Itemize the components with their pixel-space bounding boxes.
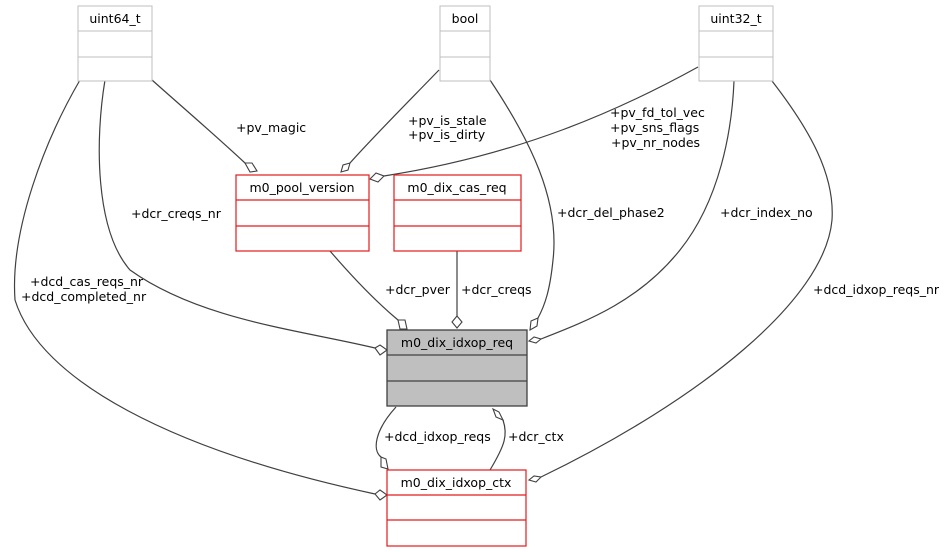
aggregation-diamond xyxy=(451,315,463,329)
node-uint64-t[interactable]: uint64_t xyxy=(77,5,153,82)
node-title: m0_dix_idxop_ctx xyxy=(401,475,512,490)
edge-dcd-idxop-reqs xyxy=(375,406,397,458)
edge-pv-fd-tol-vec xyxy=(383,66,699,177)
edge-pv-is-stale xyxy=(349,69,440,164)
edge-dcd-cas-reqs-nr xyxy=(13,79,376,495)
node-title: m0_pool_version xyxy=(249,180,354,195)
aggregation-diamond xyxy=(374,489,388,501)
edge-label-dcr-ctx: +dcr_ctx xyxy=(508,429,564,444)
node-title: bool xyxy=(452,11,479,26)
edge-label-dcd-idxop-reqs-nr: +dcd_idxop_reqs_nr xyxy=(813,282,940,297)
edge-label-dcd-cas-reqs-nr: +dcd_cas_reqs_nr xyxy=(30,274,144,289)
node-title: uint64_t xyxy=(89,11,140,26)
edge-label-pv-nr-nodes: +pv_nr_nodes xyxy=(611,135,700,150)
node-m0-pool-version[interactable]: m0_pool_version xyxy=(235,174,370,252)
edge-dcr-pver xyxy=(329,250,399,321)
edge-dcr-index-no xyxy=(540,80,735,340)
aggregation-diamond xyxy=(380,456,389,470)
aggregation-diamond xyxy=(527,475,543,483)
edge-label-dcd-completed-nr: +dcd_completed_nr xyxy=(21,289,147,304)
edge-label-pv-fd-tol-vec: +pv_fd_tol_vec xyxy=(610,105,705,120)
edge-label-pv-is-dirty: +pv_is_dirty xyxy=(408,127,486,142)
edge-label-dcd-idxop-reqs: +dcd_idxop_reqs xyxy=(384,429,491,444)
aggregation-diamond xyxy=(529,317,539,332)
aggregation-diamond xyxy=(244,162,258,173)
node-bool[interactable]: bool xyxy=(439,5,491,82)
edge-label-pv-sns-flags: +pv_sns_flags xyxy=(610,120,699,135)
node-uint32-t[interactable]: uint32_t xyxy=(698,5,774,82)
edge-label-dcr-creqs-nr: +dcr_creqs_nr xyxy=(131,206,222,221)
aggregation-diamond xyxy=(491,407,505,422)
aggregation-diamond xyxy=(374,344,388,356)
aggregation-diamond xyxy=(369,172,385,183)
edge-label-dcr-pver: +dcr_pver xyxy=(385,282,451,297)
edge-pv-magic xyxy=(151,79,246,164)
edge-dcr-del-phase2 xyxy=(489,79,555,319)
edge-label-dcr-del-phase2: +dcr_del_phase2 xyxy=(557,205,665,220)
aggregation-diamond xyxy=(397,319,408,330)
edge-label-dcr-index-no: +dcr_index_no xyxy=(720,205,813,220)
edge-dcd-idxop-reqs-nr xyxy=(540,80,833,478)
node-title: m0_dix_cas_req xyxy=(407,180,506,195)
edge-label-pv-is-stale: +pv_is_stale xyxy=(408,113,487,128)
aggregation-diamond xyxy=(340,162,351,173)
node-m0-dix-cas-req[interactable]: m0_dix_cas_req xyxy=(393,174,522,252)
node-m0-dix-idxop-req[interactable]: m0_dix_idxop_req xyxy=(386,329,528,407)
edge-label-dcr-creqs: +dcr_creqs xyxy=(461,282,532,297)
edge-label-pv-magic: +pv_magic xyxy=(236,120,306,135)
edge-dcr-ctx xyxy=(489,419,506,471)
node-title: m0_dix_idxop_req xyxy=(401,335,513,350)
node-title: uint32_t xyxy=(710,11,761,26)
node-m0-dix-idxop-ctx[interactable]: m0_dix_idxop_ctx xyxy=(386,469,527,547)
edge-dcr-creqs-nr xyxy=(98,79,376,349)
aggregation-diamond xyxy=(527,336,543,344)
